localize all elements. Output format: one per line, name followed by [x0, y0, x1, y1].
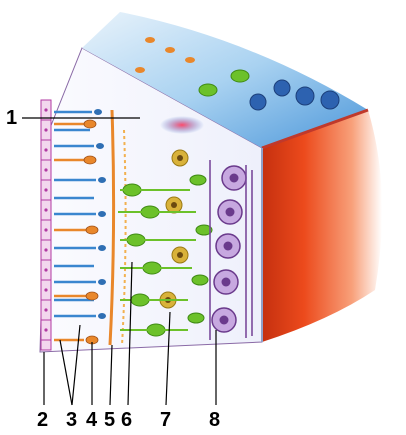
label-6: 6	[121, 410, 132, 430]
label-7: 7	[160, 410, 171, 430]
label-3: 3	[66, 410, 77, 430]
label-5: 5	[104, 410, 115, 430]
label-1: 1	[6, 108, 17, 128]
label-8: 8	[209, 410, 220, 430]
label-2: 2	[37, 410, 48, 430]
label-4: 4	[86, 410, 97, 430]
fovea-spot	[160, 116, 204, 134]
pigment-epithelium	[41, 100, 51, 350]
choroid-face	[262, 110, 382, 342]
